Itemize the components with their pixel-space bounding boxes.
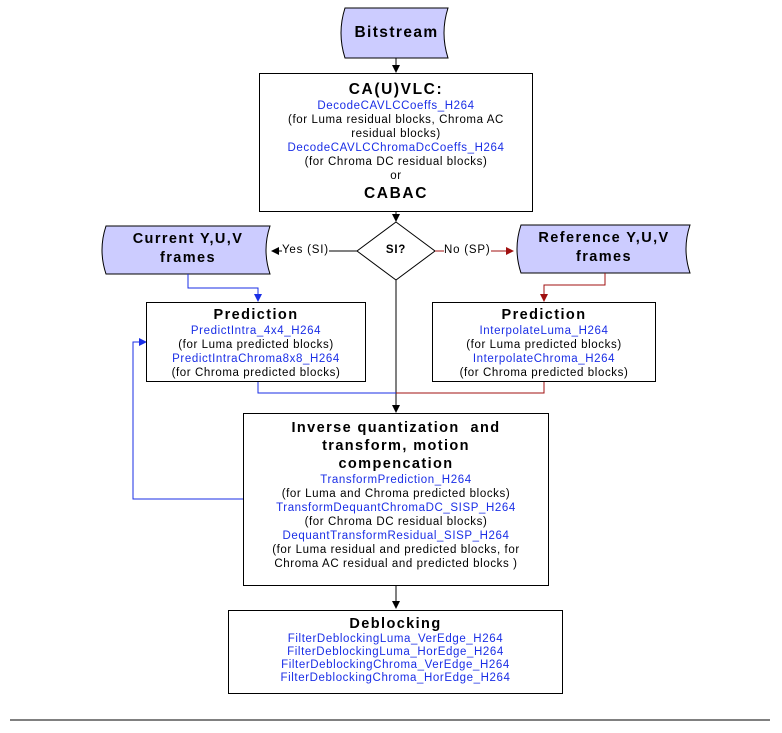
- cavlc-function-chroma-dc: DecodeCAVLCChromaDcCoeffs_H264: [287, 142, 505, 154]
- inverse-note-predicted: (for Luma and Chroma predicted blocks): [281, 488, 511, 500]
- deblocking-function-luma-ver: FilterDeblockingLuma_VerEdge_H264: [287, 633, 504, 645]
- inverse-function-dequant-chroma-dc: TransformDequantChromaDC_SISP_H264: [276, 502, 516, 514]
- inverse-title-line3: compencation: [338, 456, 454, 472]
- inverse-function-dequant-residual: DequantTransformResidual_SISP_H264: [282, 530, 510, 542]
- reference-frames-line2: frames: [576, 249, 632, 265]
- deblocking-box: Deblocking FilterDeblockingLuma_VerEdge_…: [228, 610, 563, 694]
- current-frames-line1: Current Y,U,V: [132, 231, 244, 247]
- current-frames-line2: frames: [160, 250, 216, 266]
- intra-prediction-box: Prediction PredictIntra_4x4_H264 (for Lu…: [146, 302, 366, 382]
- cavlc-or: or: [390, 170, 402, 182]
- inverse-transform-box: Inverse quantization and transform, moti…: [243, 413, 549, 586]
- current-frames-shape: [101, 225, 271, 275]
- arrow-inverse-feedback-to-prediction: [132, 338, 243, 500]
- cavlc-note-luma: (for Luma residual blocks, Chroma AC: [288, 114, 504, 126]
- inter-function-chroma: InterpolateChroma_H264: [472, 353, 616, 365]
- inter-prediction-box: Prediction InterpolateLuma_H264 (for Lum…: [432, 302, 656, 382]
- deblocking-function-chroma-hor: FilterDeblockingChroma_HorEdge_H264: [280, 672, 511, 684]
- yes-si-label: Yes (SI): [282, 244, 329, 256]
- intra-function-4x4: PredictIntra_4x4_H264: [190, 325, 322, 337]
- bitstream-terminal: Bitstream: [345, 8, 448, 58]
- inverse-title-line2: transform, motion: [322, 438, 470, 454]
- line-right-prediction-to-inverse: [396, 382, 545, 394]
- inter-note-luma: (for Luma predicted blocks): [466, 339, 622, 351]
- arrow-current-to-prediction: [187, 274, 262, 302]
- cavlc-note-chroma-dc: (for Chroma DC residual blocks): [304, 156, 488, 168]
- reference-frames-terminal: Reference Y,U,V frames: [518, 229, 690, 267]
- intra-prediction-title: Prediction: [213, 307, 299, 323]
- inter-note-chroma: (for Chroma predicted blocks): [459, 367, 629, 379]
- deblocking-function-chroma-ver: FilterDeblockingChroma_VerEdge_H264: [281, 659, 510, 671]
- line-left-prediction-to-inverse: [257, 382, 396, 394]
- cavlc-title: CA(U)VLC:: [348, 81, 444, 98]
- inter-prediction-title: Prediction: [501, 307, 587, 323]
- cavlc-note-residual: residual blocks): [351, 128, 441, 140]
- reference-frames-line1: Reference Y,U,V: [538, 230, 670, 246]
- cabac-title: CABAC: [364, 185, 428, 202]
- inverse-note-chroma-dc: (for Chroma DC residual blocks): [304, 516, 488, 528]
- inverse-title-line1: Inverse quantization and: [291, 420, 501, 436]
- current-frames-terminal: Current Y,U,V frames: [106, 230, 270, 268]
- deblocking-function-luma-hor: FilterDeblockingLuma_HorEdge_H264: [287, 646, 504, 658]
- si-decision-label: SI?: [385, 244, 407, 256]
- deblocking-title: Deblocking: [349, 616, 442, 632]
- entropy-decoding-box: CA(U)VLC: DecodeCAVLCCoeffs_H264 (for Lu…: [259, 73, 533, 212]
- bitstream-label: Bitstream: [354, 24, 439, 41]
- cavlc-function-coeffs: DecodeCAVLCCoeffs_H264: [317, 100, 475, 112]
- inverse-note-residual-a: (for Luma residual and predicted blocks,…: [272, 544, 520, 556]
- inverse-note-residual-b: Chroma AC residual and predicted blocks …: [274, 558, 518, 570]
- intra-note-luma: (for Luma predicted blocks): [178, 339, 334, 351]
- inter-function-luma: InterpolateLuma_H264: [479, 325, 609, 337]
- reference-frames-shape: [516, 224, 691, 274]
- intra-function-chroma: PredictIntraChroma8x8_H264: [172, 353, 340, 365]
- bitstream-shape: [340, 7, 449, 59]
- no-sp-label: No (SP): [444, 244, 491, 256]
- inverse-function-transform-prediction: TransformPrediction_H264: [320, 474, 472, 486]
- intra-note-chroma: (for Chroma predicted blocks): [171, 367, 341, 379]
- arrow-reference-to-prediction: [540, 273, 606, 302]
